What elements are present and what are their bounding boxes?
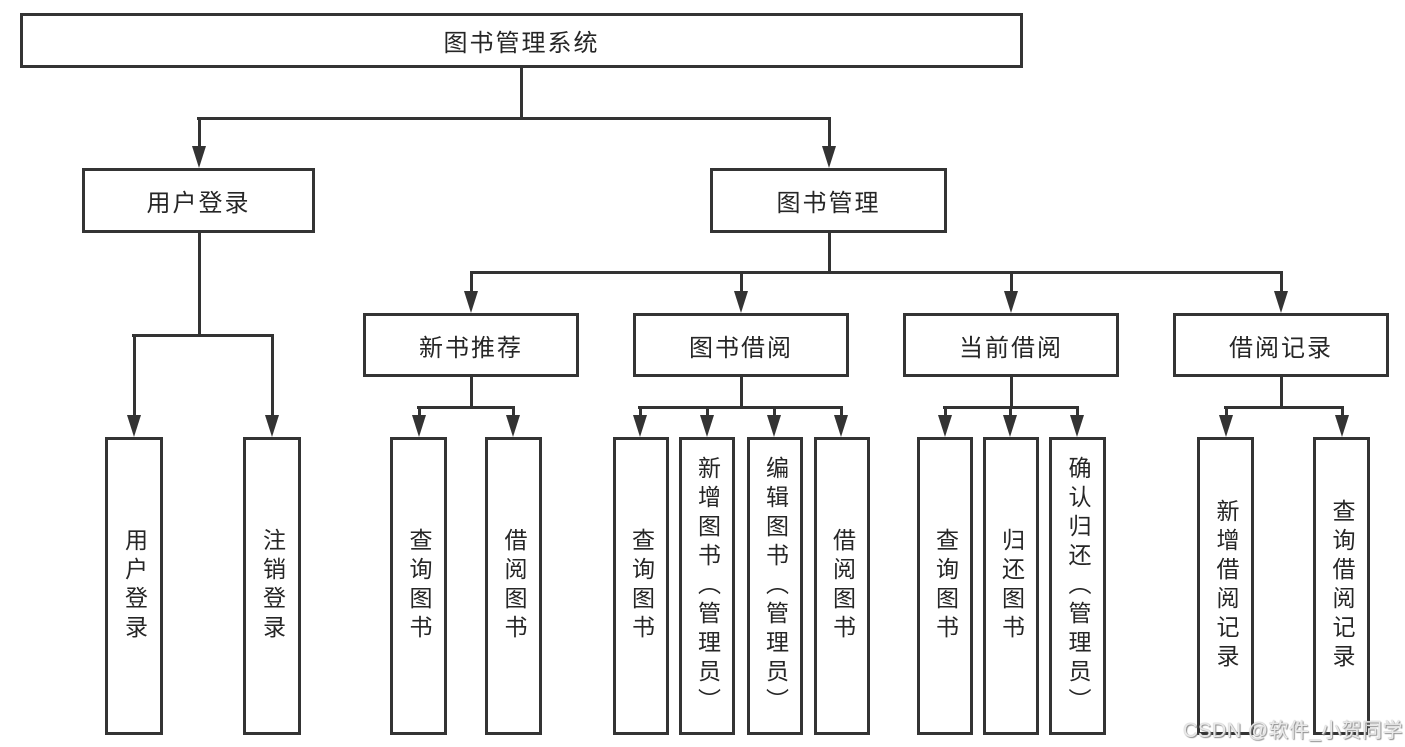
leaf-borrow-books-borrowing: 借阅图书 xyxy=(814,437,870,735)
leaf-query-borrow-record: 查询借阅记录 xyxy=(1313,437,1370,735)
arrowhead-down-icon xyxy=(1274,291,1288,313)
arrowhead-down-icon xyxy=(412,415,426,437)
connector-drop-leaf xyxy=(944,406,947,420)
connector-drop-leaf xyxy=(1076,406,1079,420)
arrowhead-down-icon xyxy=(464,291,478,313)
connector-drop-book-management xyxy=(828,117,831,150)
connector-borrowing-stub xyxy=(740,375,743,409)
connector-user-login-bar xyxy=(132,334,273,337)
connector-drop-leaf xyxy=(773,406,776,420)
leaf-logout: 注销登录 xyxy=(243,437,301,735)
connector-root-bar xyxy=(197,117,831,120)
arrowhead-down-icon xyxy=(1335,415,1349,437)
connector-drop-leaf xyxy=(706,406,709,420)
connector-records-bar xyxy=(1224,406,1343,409)
arrowhead-down-icon xyxy=(767,415,781,437)
arrowhead-down-icon xyxy=(633,415,647,437)
connector-drop-records xyxy=(1280,271,1283,295)
connector-drop-leaf xyxy=(639,406,642,420)
connector-current-stub xyxy=(1010,375,1013,409)
connector-drop-leaf xyxy=(1225,406,1228,420)
node-book-management: 图书管理 xyxy=(710,168,947,233)
connector-user-login-stub xyxy=(198,230,201,336)
leaf-user-login: 用户登录 xyxy=(105,437,163,735)
arrowhead-down-icon xyxy=(834,415,848,437)
connector-borrowing-bar xyxy=(638,406,842,409)
node-current-borrowing: 当前借阅 xyxy=(903,313,1119,377)
arrowhead-down-icon xyxy=(1003,415,1017,437)
connector-drop-leaf xyxy=(271,334,274,420)
leaf-add-book-admin: 新增图书（管理员） xyxy=(679,437,735,735)
watermark: CSDN @软件_小贺同学 xyxy=(1183,720,1404,742)
connector-drop-leaf xyxy=(1009,406,1012,420)
connector-drop-leaf xyxy=(418,406,421,420)
connector-recommend-bar xyxy=(417,406,515,409)
arrowhead-down-icon xyxy=(822,146,836,168)
connector-drop-borrowing xyxy=(740,271,743,295)
connector-drop-user-login xyxy=(198,117,201,150)
node-borrowing-records: 借阅记录 xyxy=(1173,313,1389,377)
leaf-query-books-current: 查询图书 xyxy=(917,437,973,735)
arrowhead-down-icon xyxy=(127,415,141,437)
leaf-query-books-borrowing: 查询图书 xyxy=(613,437,669,735)
connector-drop-recommend xyxy=(470,271,473,295)
leaf-return-books: 归还图书 xyxy=(983,437,1039,735)
connector-drop-current xyxy=(1010,271,1013,295)
connector-root-stub xyxy=(520,66,523,119)
node-book-borrowing: 图书借阅 xyxy=(633,313,849,377)
node-new-book-recommendation: 新书推荐 xyxy=(363,313,579,377)
connector-records-stub xyxy=(1280,375,1283,409)
arrowhead-down-icon xyxy=(192,146,206,168)
connector-book-management-stub xyxy=(828,230,831,273)
arrowhead-down-icon xyxy=(1219,415,1233,437)
arrowhead-down-icon xyxy=(700,415,714,437)
connector-drop-leaf xyxy=(1341,406,1344,420)
arrowhead-down-icon xyxy=(1070,415,1084,437)
arrowhead-down-icon xyxy=(506,415,520,437)
arrowhead-down-icon xyxy=(938,415,952,437)
node-user-login: 用户登录 xyxy=(82,168,315,233)
node-library-management-system: 图书管理系统 xyxy=(20,13,1023,68)
leaf-query-books-recommend: 查询图书 xyxy=(390,437,447,735)
leaf-borrow-books-recommend: 借阅图书 xyxy=(485,437,542,735)
connector-drop-leaf xyxy=(840,406,843,420)
leaf-confirm-return-admin: 确认归还（管理员） xyxy=(1049,437,1106,735)
connector-book-management-bar xyxy=(470,271,1281,274)
connector-recommend-stub xyxy=(470,375,473,409)
leaf-edit-book-admin: 编辑图书（管理员） xyxy=(747,437,803,735)
arrowhead-down-icon xyxy=(265,415,279,437)
connector-drop-leaf xyxy=(133,334,136,420)
connector-drop-leaf xyxy=(512,406,515,420)
arrowhead-down-icon xyxy=(734,291,748,313)
leaf-add-borrow-record: 新增借阅记录 xyxy=(1197,437,1254,735)
arrowhead-down-icon xyxy=(1004,291,1018,313)
